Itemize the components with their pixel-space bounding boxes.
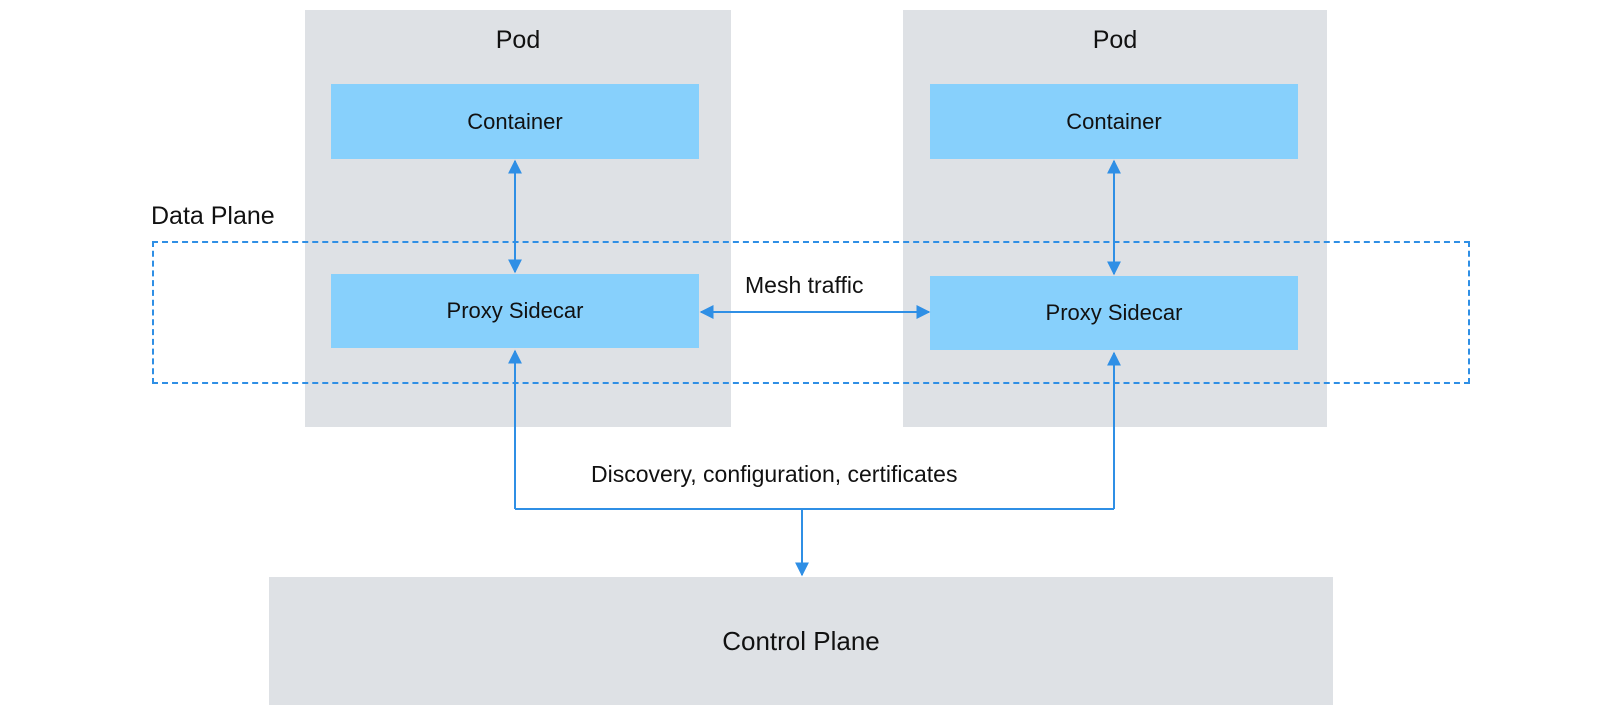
discovery-label: Discovery, configuration, certificates [591,461,958,487]
proxy-sidecar-box: Proxy Sidecar [930,276,1298,350]
mesh-traffic-label: Mesh traffic [745,272,864,298]
pod-right: Pod Container Proxy Sidecar [903,10,1327,427]
pod-title: Pod [1092,26,1138,54]
pod-title: Pod [495,26,541,54]
control-plane-box: Control Plane [269,577,1333,705]
data-plane-label: Data Plane [151,202,275,230]
container-box: Container [331,84,699,159]
proxy-sidecar-box: Proxy Sidecar [331,274,699,348]
data-plane-boundary [152,241,1470,384]
container-box: Container [930,84,1298,159]
